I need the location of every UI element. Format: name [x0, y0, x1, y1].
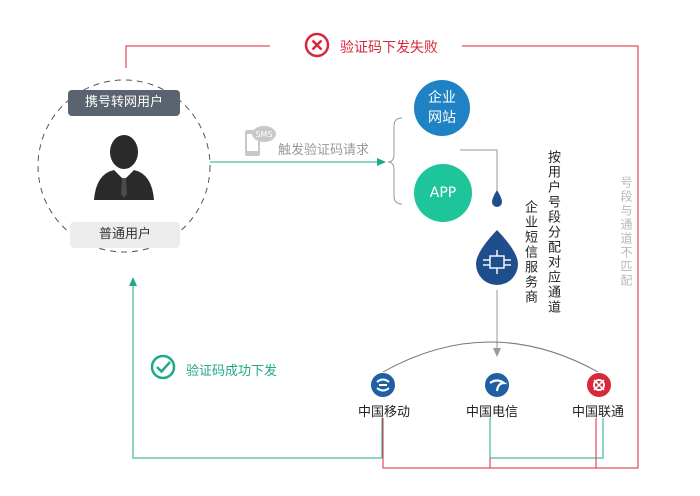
request-label: 触发验证码请求 [278, 143, 370, 158]
user-avatar-icon [92, 128, 156, 200]
carrier-mobile-label: 中国移动 [357, 405, 410, 420]
failure-x-icon [304, 32, 330, 58]
vendor-drop-icon [470, 188, 526, 290]
success-check-icon [150, 354, 176, 380]
carrier-arc [382, 341, 599, 373]
success-path [129, 158, 604, 459]
failure-label: 验证码下发失败 [340, 40, 438, 56]
vendor-connector [460, 149, 498, 192]
china-unicom-logo [586, 372, 612, 398]
sms-badge: SMS [255, 130, 272, 139]
sms-phone-icon: SMS [242, 122, 278, 158]
carrier-telecom-label: 中国电信 [465, 405, 518, 420]
app-label: APP [429, 185, 457, 201]
user-dashed-ring [37, 79, 211, 253]
user-top-tag: 携号转网用户 [68, 90, 180, 116]
carrier-unicom-label: 中国联通 [571, 405, 624, 420]
website-line2: 网站 [428, 110, 456, 126]
vendor-label: 企业短信服务商 [522, 200, 537, 305]
website-line1: 企业 [428, 90, 456, 106]
enterprise-website-node: 企业 网站 [414, 80, 470, 136]
user-bottom-tag: 普通用户 [70, 222, 180, 248]
success-label: 验证码成功下发 [186, 364, 278, 379]
routing-label: 按用户号段分配对应通道 [545, 150, 560, 315]
mismatch-label: 号段与通道不匹配 [619, 176, 633, 288]
china-telecom-logo [484, 372, 510, 398]
failure-icon [304, 32, 330, 58]
china-mobile-logo [370, 372, 396, 398]
enterprise-app-node: APP [414, 164, 472, 222]
enterprise-bracket [387, 117, 403, 205]
